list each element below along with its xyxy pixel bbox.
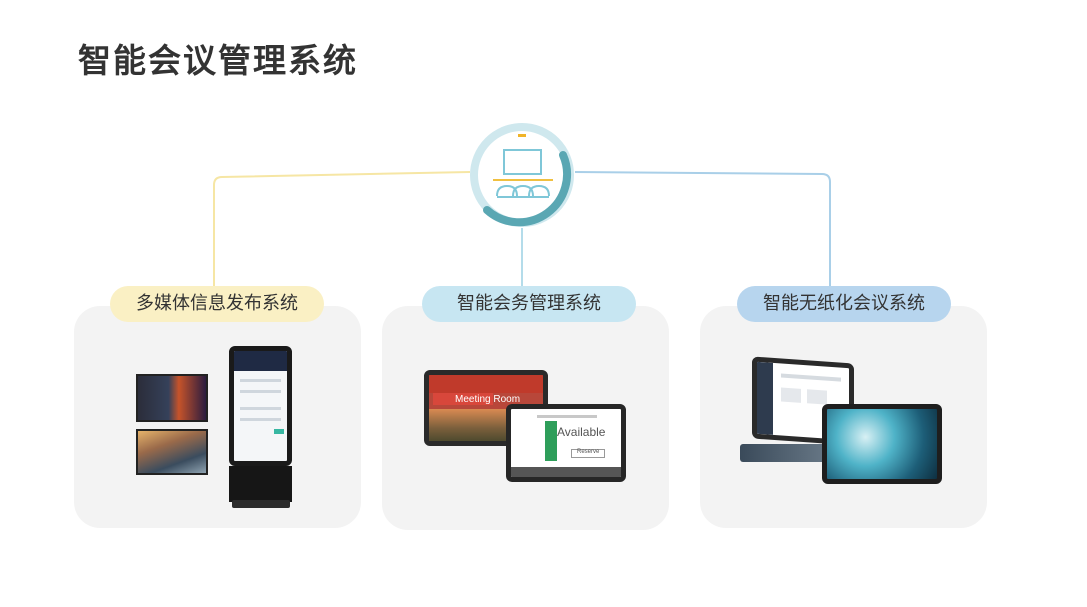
kiosk-foot [232, 500, 290, 508]
connector-left [213, 171, 471, 300]
availability-tablet: Available Reserve [506, 404, 626, 482]
page-title: 智能会议管理系统 [78, 41, 358, 80]
pill-multimedia: 多媒体信息发布系统 [110, 286, 324, 322]
card-multimedia [74, 306, 361, 528]
kiosk-display [229, 346, 292, 466]
monitor-lift-base [740, 444, 840, 462]
paperless-tablet [822, 404, 942, 484]
connector-right [574, 171, 831, 292]
display-screen-bottom [136, 429, 208, 475]
reserve-button: Reserve [577, 449, 600, 455]
availability-status: Available [557, 425, 606, 439]
pill-meeting-management: 智能会务管理系统 [422, 286, 636, 322]
display-screen-top [136, 374, 208, 422]
conference-room-icon [470, 123, 574, 227]
kiosk-stand [229, 466, 292, 502]
room-sign-label: Meeting Room [455, 394, 521, 405]
pill-paperless: 智能无纸化会议系统 [737, 286, 951, 322]
